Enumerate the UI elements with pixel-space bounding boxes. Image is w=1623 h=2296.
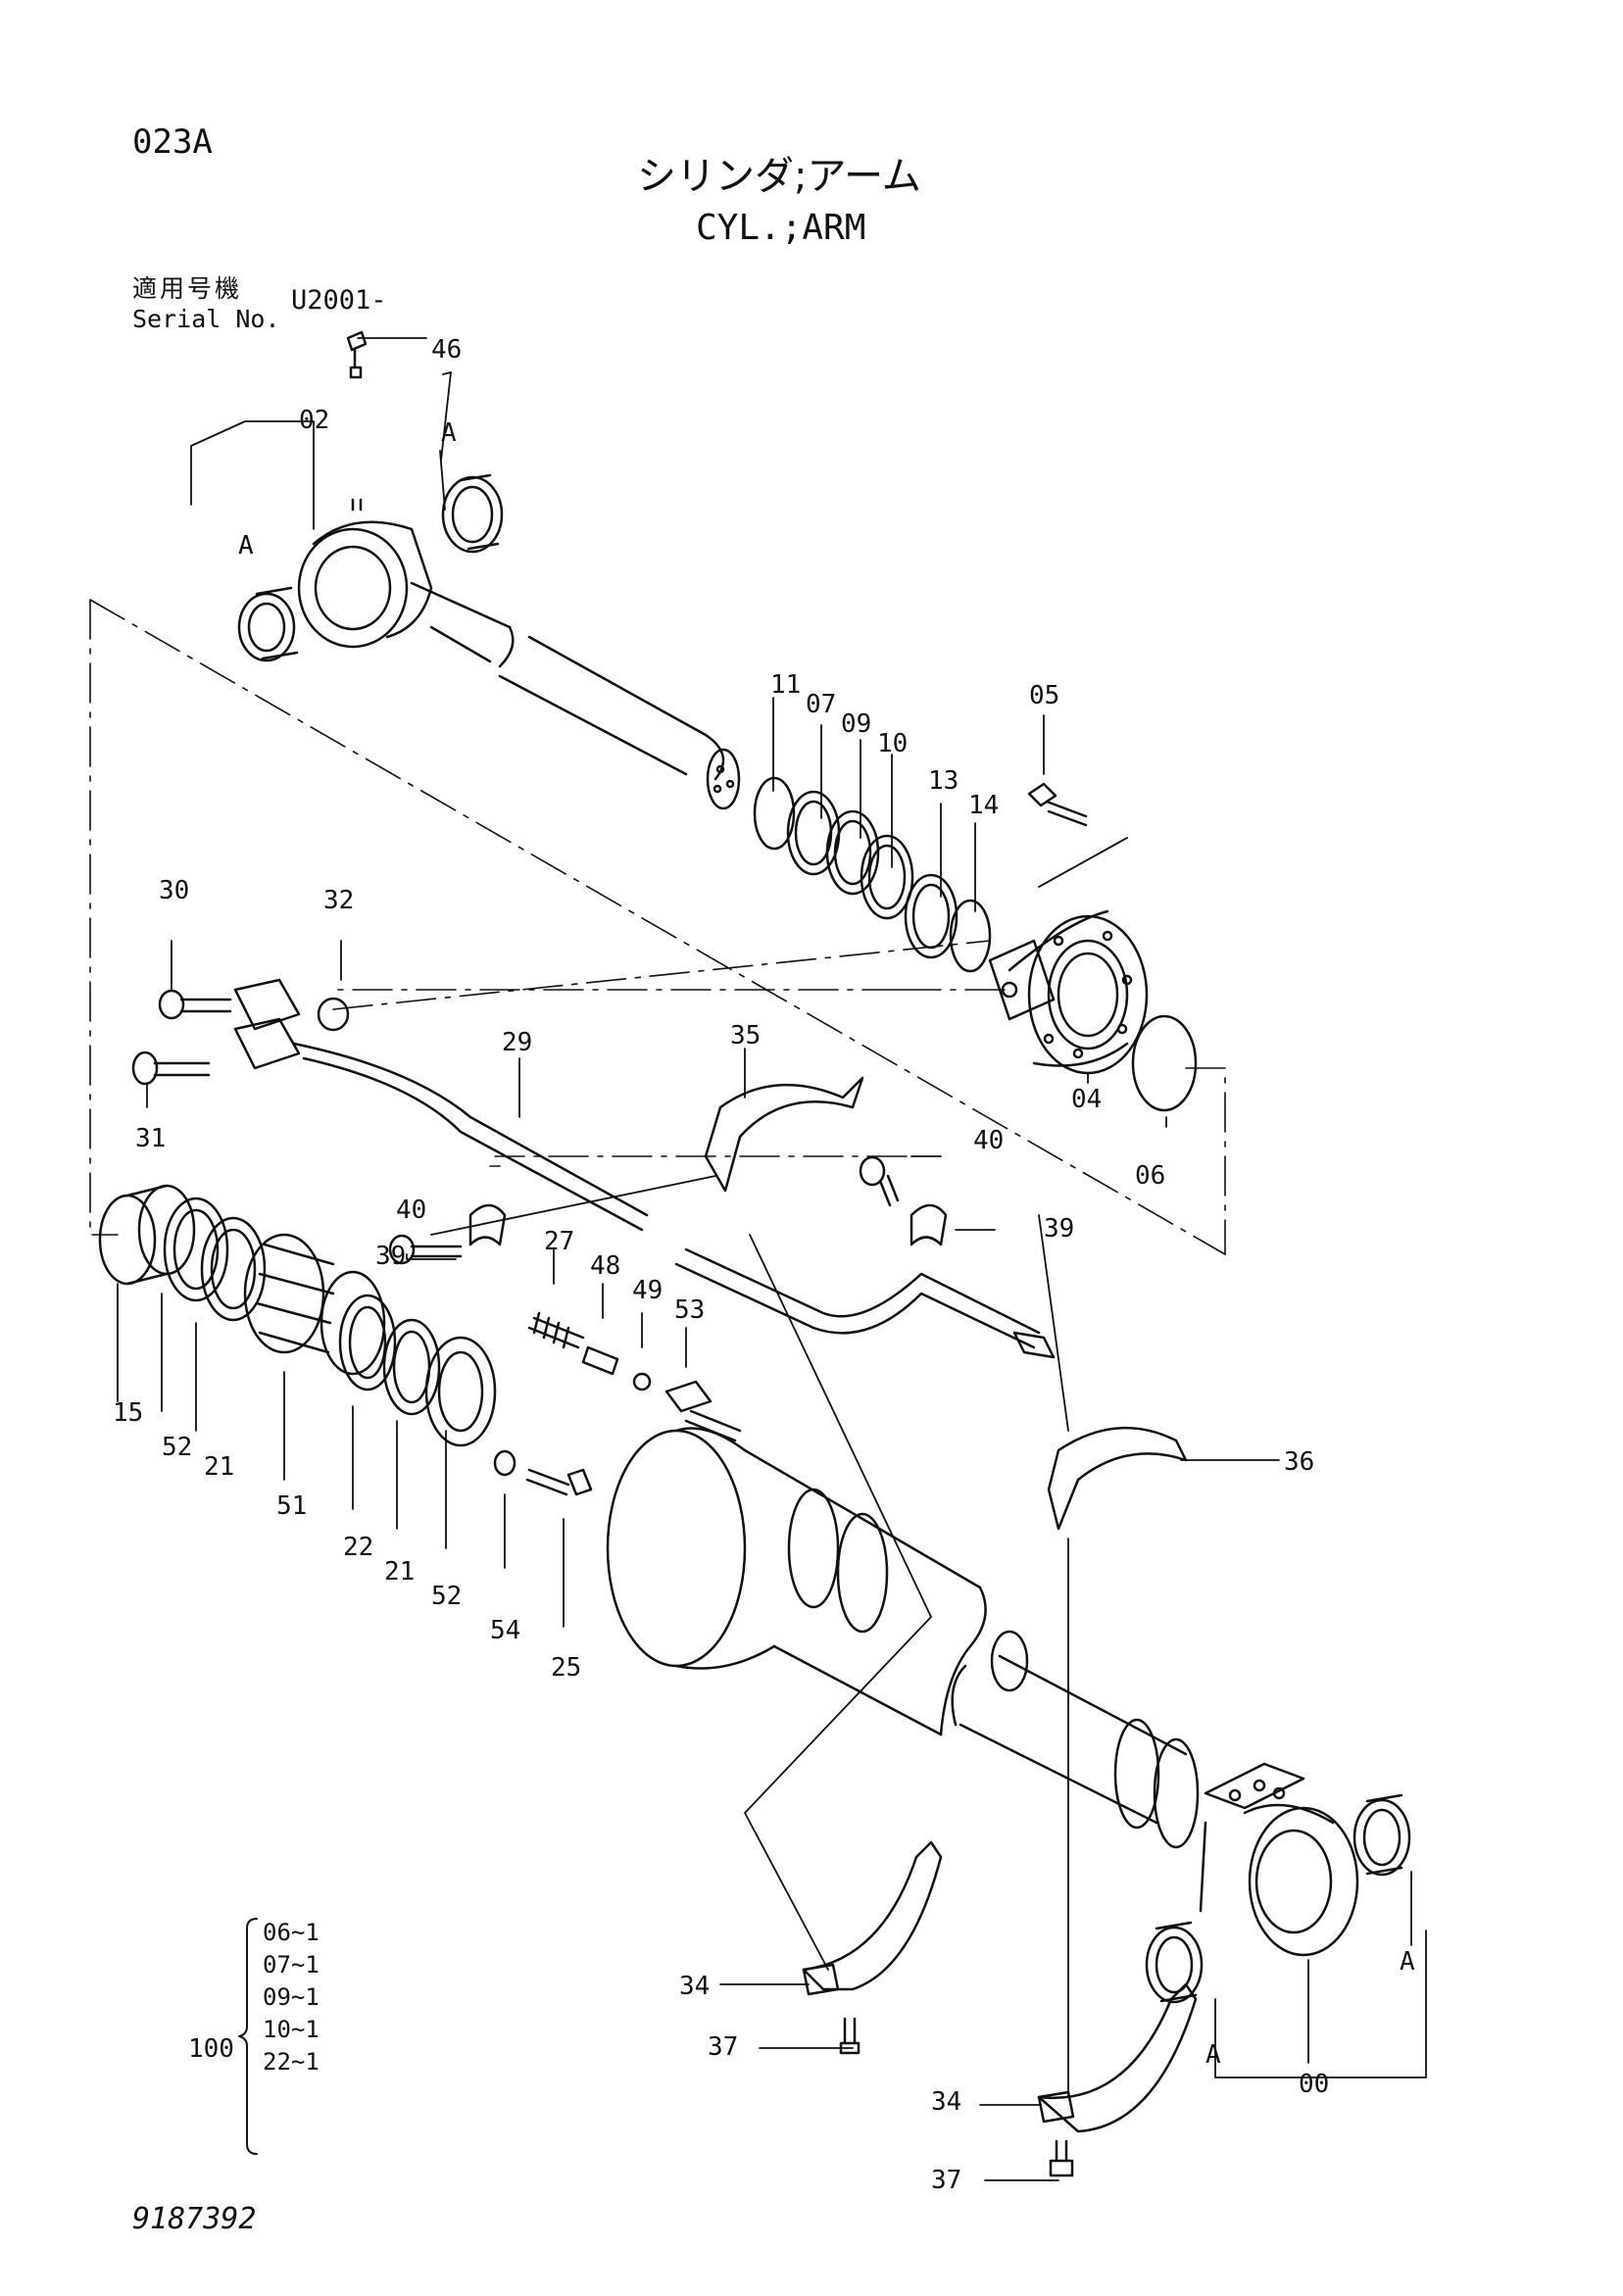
callout-30: 30 (159, 876, 189, 905)
kit-item: 22~1 (263, 2048, 320, 2076)
callout-02: 02 (299, 406, 329, 435)
pipe (292, 1042, 1056, 1359)
kit-item: 07~1 (263, 1951, 320, 1978)
callout-40-right: 40 (973, 1126, 1004, 1155)
callout-29: 29 (502, 1028, 532, 1057)
callout-34-left: 34 (679, 1972, 710, 2001)
callout-07: 07 (806, 690, 836, 719)
kit-brace (238, 1918, 258, 2155)
kit-item: 09~1 (263, 1983, 320, 2011)
callout-27: 27 (544, 1227, 574, 1256)
callout-51: 51 (276, 1491, 307, 1521)
callout-05: 05 (1029, 681, 1059, 710)
callout-52-right: 52 (431, 1582, 462, 1611)
callout-35: 35 (730, 1021, 761, 1050)
callout-14: 14 (968, 791, 999, 820)
rod-seal-set (753, 776, 992, 973)
leader-lines (117, 337, 1427, 2181)
callout-54: 54 (490, 1616, 520, 1645)
cylinder-tube (606, 1427, 1411, 2004)
serial-label-english: Serial No. (132, 305, 280, 333)
callout-48: 48 (590, 1251, 620, 1281)
kit-item: 10~1 (263, 2016, 320, 2043)
callout-39-right: 39 (1044, 1214, 1074, 1244)
title-english: CYL.;ARM (696, 208, 866, 248)
callout-37-left: 37 (708, 2032, 738, 2062)
piston-rod-assembly (237, 330, 741, 810)
dashed-frames (89, 599, 1226, 1255)
valve-parts (525, 1311, 742, 1496)
callout-09: 09 (841, 709, 871, 739)
kit-item: 06~1 (263, 1919, 320, 1946)
callout-49: 49 (632, 1276, 663, 1305)
callout-32: 32 (323, 886, 354, 915)
callout-36: 36 (1284, 1447, 1314, 1477)
callout-21-left: 21 (204, 1452, 234, 1482)
callout-25: 25 (551, 1653, 581, 1683)
clamps (388, 1076, 1188, 1531)
callout-00: 00 (1299, 2070, 1329, 2099)
callout-34-right: 34 (931, 2087, 961, 2117)
callout-13: 13 (928, 766, 959, 796)
serial-label-japanese: 適用号機 (132, 274, 243, 303)
pipe-flange-bolts (131, 978, 350, 1086)
callout-A-lower-left: A (1205, 2040, 1221, 2070)
callout-21-right: 21 (384, 1557, 415, 1587)
callout-22: 22 (343, 1533, 373, 1562)
callout-06: 06 (1135, 1161, 1165, 1191)
callout-A-right-top: A (441, 418, 457, 448)
callout-39-left: 39 (375, 1242, 406, 1271)
callout-A-lower-right: A (1400, 1947, 1415, 1977)
callout-A-left-top: A (238, 531, 254, 561)
lower-clamps (802, 1840, 1198, 2177)
callout-10: 10 (877, 729, 908, 758)
callout-11: 11 (770, 670, 801, 700)
cylinder-head (988, 782, 1198, 1112)
document-number: 9187392 (132, 2202, 257, 2236)
callout-40-left: 40 (396, 1196, 426, 1225)
piston-seal-set (98, 1184, 516, 1477)
title-japanese: シリンダ;アーム (637, 154, 921, 199)
callout-52-left: 52 (162, 1433, 192, 1462)
callout-15: 15 (113, 1398, 143, 1428)
serial-number-value: U2001- (291, 285, 387, 316)
callout-31: 31 (135, 1124, 166, 1153)
figure-code: 023A (132, 122, 213, 162)
callout-46: 46 (431, 335, 462, 365)
callout-labels: 46 02 A A 11 07 09 10 13 14 05 30 32 31 … (113, 335, 1415, 2195)
callout-53: 53 (674, 1295, 705, 1325)
callout-04: 04 (1071, 1085, 1102, 1114)
callout-37-right: 37 (931, 2166, 961, 2195)
kit-number: 100 (188, 2034, 234, 2064)
